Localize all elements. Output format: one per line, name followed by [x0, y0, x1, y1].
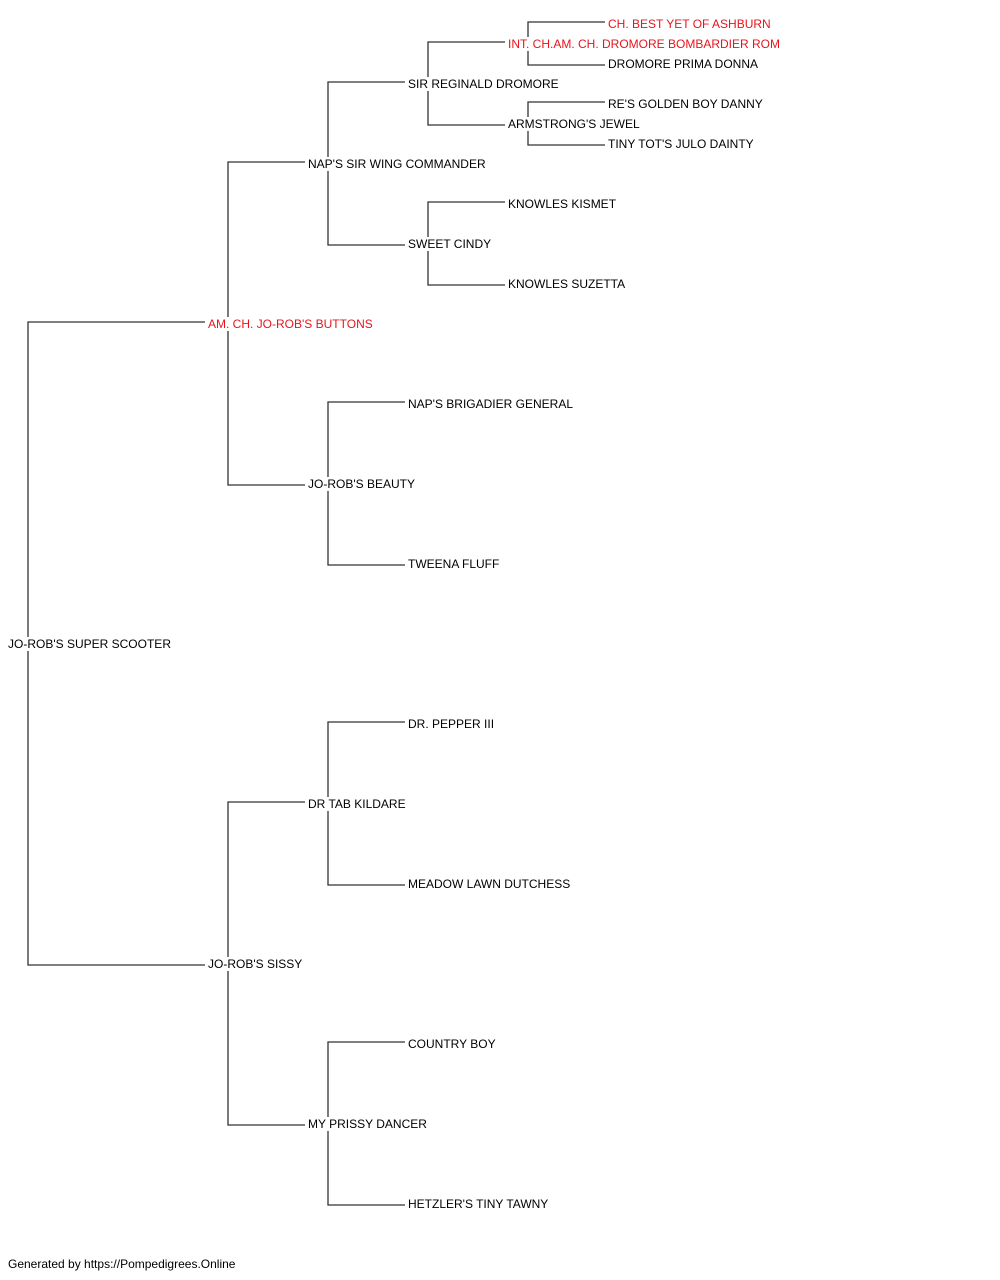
dog-name-ssdd: KNOWLES SUZETTA — [506, 277, 628, 291]
dog-name-ssss: INT. CH.AM. CH. DROMORE BOMBARDIER ROM — [506, 37, 783, 51]
dog-name-ssds: KNOWLES KISMET — [506, 197, 619, 211]
dog-name-ddd: HETZLER'S TINY TAWNY — [406, 1197, 551, 1211]
dog-name-ssd: SWEET CINDY — [406, 237, 494, 251]
dog-name-sssss: CH. BEST YET OF ASHBURN — [606, 17, 773, 31]
dog-name-dam: JO-ROB'S SISSY — [206, 957, 305, 971]
dog-name-dam-sire: DR TAB KILDARE — [306, 797, 408, 811]
dog-name-sssdd: TINY TOT'S JULO DAINTY — [606, 137, 756, 151]
generated-by-footer: Generated by https://Pompedigrees.Online — [8, 1257, 236, 1271]
dog-name-sire-dam: JO-ROB'S BEAUTY — [306, 477, 417, 491]
dog-name-ssssd: DROMORE PRIMA DONNA — [606, 57, 761, 71]
dog-name-dss: DR. PEPPER III — [406, 717, 497, 731]
dog-name-dsd: MEADOW LAWN DUTCHESS — [406, 877, 573, 891]
dog-name-sire-sire: NAP'S SIR WING COMMANDER — [306, 157, 488, 171]
dog-name-sire: AM. CH. JO-ROB'S BUTTONS — [206, 317, 375, 331]
dog-name-sdd: TWEENA FLUFF — [406, 557, 502, 571]
dog-name-sds: NAP'S BRIGADIER GENERAL — [406, 397, 575, 411]
dog-name-sss: SIR REGINALD DROMORE — [406, 77, 561, 91]
dog-name-dam-dam: MY PRISSY DANCER — [306, 1117, 429, 1131]
dog-name-subject: JO-ROB'S SUPER SCOOTER — [6, 637, 173, 651]
dog-name-dds: COUNTRY BOY — [406, 1037, 498, 1051]
dog-name-sssds: RE'S GOLDEN BOY DANNY — [606, 97, 765, 111]
dog-name-sssd: ARMSTRONG'S JEWEL — [506, 117, 642, 131]
